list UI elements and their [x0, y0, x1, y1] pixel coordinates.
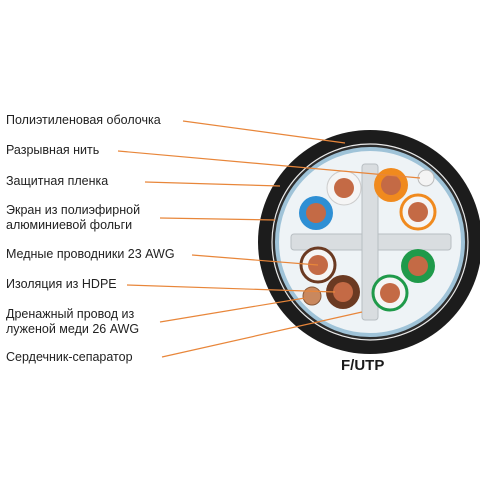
ripcord — [417, 169, 435, 187]
label-foil-line1: Экран из полиэфирной — [6, 203, 141, 217]
leader-line-insulation — [126, 284, 336, 293]
wire-pair-blue — [299, 170, 362, 230]
label-separator: Сердечник-сепаратор — [6, 350, 133, 364]
leader-line-foil — [159, 217, 276, 221]
leader-line-drain — [159, 297, 306, 323]
label-foil-line2: алюминиевой фольги — [6, 218, 133, 232]
leader-line-copper — [191, 254, 319, 266]
label-copper: Медные проводники 23 AWG — [6, 247, 175, 261]
label-drain-line2: луженой меди 26 AWG — [6, 322, 140, 336]
leader-line-film — [144, 181, 281, 187]
wire-pair-green — [371, 249, 435, 312]
label-film: Защитная пленка — [6, 174, 109, 188]
label-ripcord: Разрывная нить — [6, 143, 100, 157]
leader-line-sheath — [182, 120, 346, 144]
cross-separator — [290, 163, 452, 321]
label-insulation: Изоляция из HDPE — [6, 277, 117, 291]
cable-type-label: F/UTP — [341, 357, 385, 374]
label-drain-line1: Дренажный провод из — [6, 307, 135, 321]
label-sheath: Полиэтиленовая оболочка — [6, 113, 161, 127]
leader-lines — [117, 120, 421, 358]
wire-pair-orange — [374, 168, 437, 231]
drain-wire — [302, 286, 322, 306]
leader-line-ripcord — [117, 150, 421, 179]
leader-line-separator — [161, 311, 363, 358]
